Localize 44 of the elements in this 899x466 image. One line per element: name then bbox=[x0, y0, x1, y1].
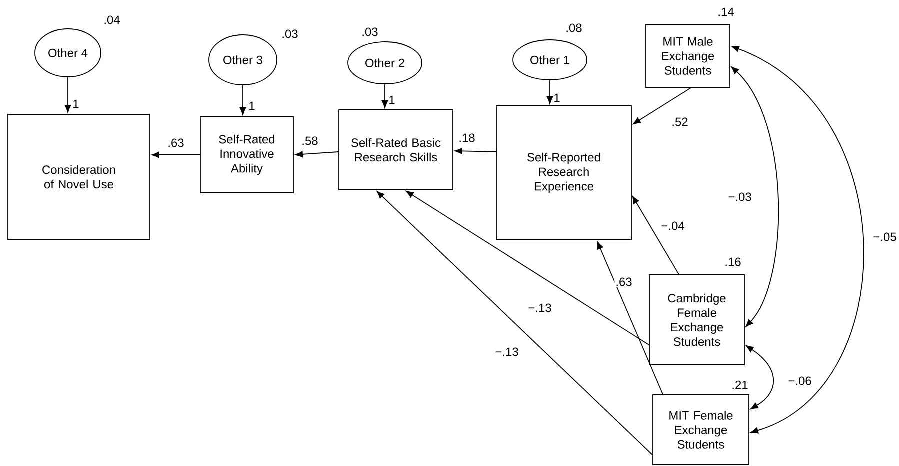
edge-label: −.03 bbox=[727, 192, 753, 202]
variance-label: .14 bbox=[718, 8, 734, 16]
variance-label: .16 bbox=[726, 258, 741, 266]
variance-label: .03 bbox=[362, 28, 378, 36]
variable-box: Consideration of Novel Use bbox=[8, 114, 150, 240]
edge-label: −.06 bbox=[787, 376, 813, 386]
path-arrow bbox=[240, 85, 246, 116]
path-arrow bbox=[454, 148, 496, 154]
variable-box: MIT Female Exchange Students bbox=[652, 394, 750, 466]
variable-box: Self-Rated Basic Research Skills bbox=[338, 110, 454, 190]
variable-box: Self-Reported Research Experience bbox=[496, 106, 632, 240]
variance-label: .04 bbox=[104, 16, 120, 24]
variable-box: Self-Rated Innovative Ability bbox=[200, 116, 294, 194]
variance-label: .03 bbox=[282, 30, 298, 38]
covariance-arc bbox=[746, 346, 774, 410]
edge-label: −.04 bbox=[660, 220, 686, 232]
path-arrow bbox=[632, 196, 680, 275]
edge-label: −.13 bbox=[527, 302, 553, 314]
variable-box: MIT Male Exchange Students bbox=[646, 24, 730, 88]
edge-label: 1 bbox=[390, 96, 395, 104]
variable-box: Cambridge Female Exchange Students bbox=[649, 274, 745, 366]
path-arrow bbox=[633, 88, 692, 124]
edge-label: 1 bbox=[250, 102, 255, 110]
variance-label: .08 bbox=[566, 24, 582, 32]
edge-label: −.05 bbox=[872, 232, 898, 242]
edge-label: 1 bbox=[554, 94, 560, 102]
variance-label: .21 bbox=[732, 380, 748, 390]
edge-label: .63 bbox=[166, 138, 186, 148]
path-arrow bbox=[382, 84, 388, 108]
covariance-arc bbox=[731, 66, 779, 328]
path-arrow bbox=[152, 152, 200, 158]
path-arrow bbox=[597, 242, 664, 395]
path-arrow bbox=[406, 190, 650, 346]
edge-label: .18 bbox=[458, 132, 476, 144]
path-arrow bbox=[376, 191, 653, 456]
path-arrow bbox=[64, 77, 72, 113]
edge-label: 1 bbox=[74, 100, 79, 108]
path-arrow bbox=[295, 151, 339, 158]
edge-label: −.13 bbox=[494, 346, 520, 358]
edge-label: .63 bbox=[614, 276, 634, 288]
path-arrow bbox=[546, 80, 554, 104]
covariance-arc bbox=[732, 46, 864, 434]
edge-label: .58 bbox=[300, 136, 320, 146]
edge-label: .52 bbox=[670, 116, 690, 128]
